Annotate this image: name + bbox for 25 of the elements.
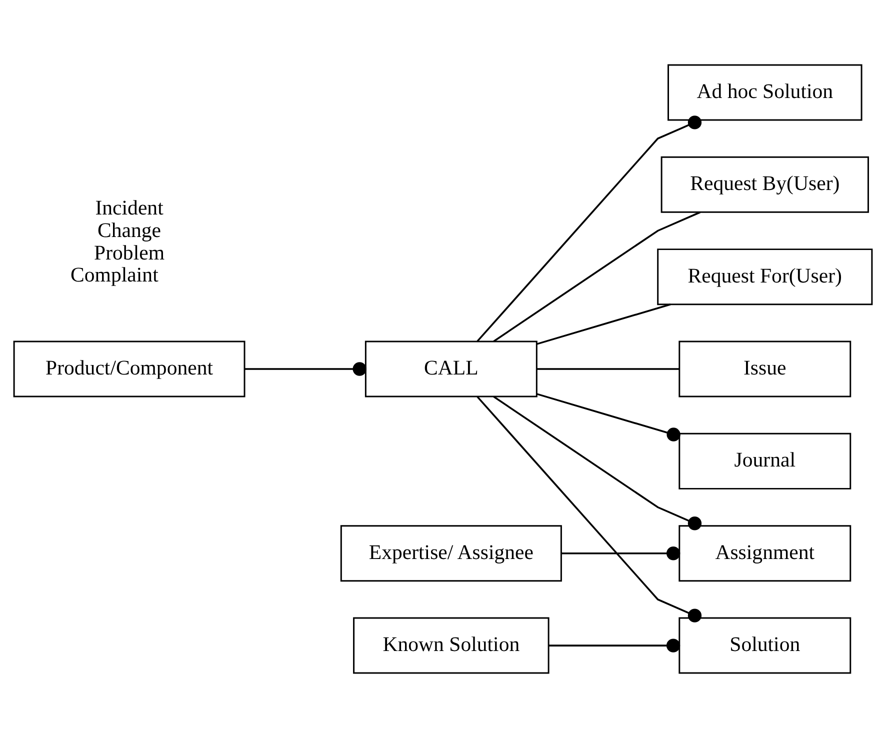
node-box: Known Solution [353,617,550,674]
node-box: Request By(User) [660,156,869,213]
connector [536,393,680,442]
node-box: Assignment [678,525,852,582]
label: Complaint [70,262,158,287]
node-box: Journal [678,432,852,490]
node-box: Request For(User) [657,248,873,306]
connector [493,211,701,342]
node-box: Solution [678,617,852,674]
connector [476,116,702,342]
label: Change [98,218,162,242]
label: Problem [94,240,165,264]
node-box: Product/Component [13,340,246,398]
connector [493,396,702,530]
connector [561,546,680,560]
node-box: Issue [678,340,852,398]
node-box: Ad hoc Solution [668,64,862,121]
connector [536,368,680,370]
connector [476,396,702,622]
label: Incident [95,196,164,220]
connector [548,638,680,652]
node-box: Expertise/ Assignee [340,525,562,582]
connector [536,304,671,345]
connector [244,362,366,376]
node-box: CALL [364,340,538,398]
